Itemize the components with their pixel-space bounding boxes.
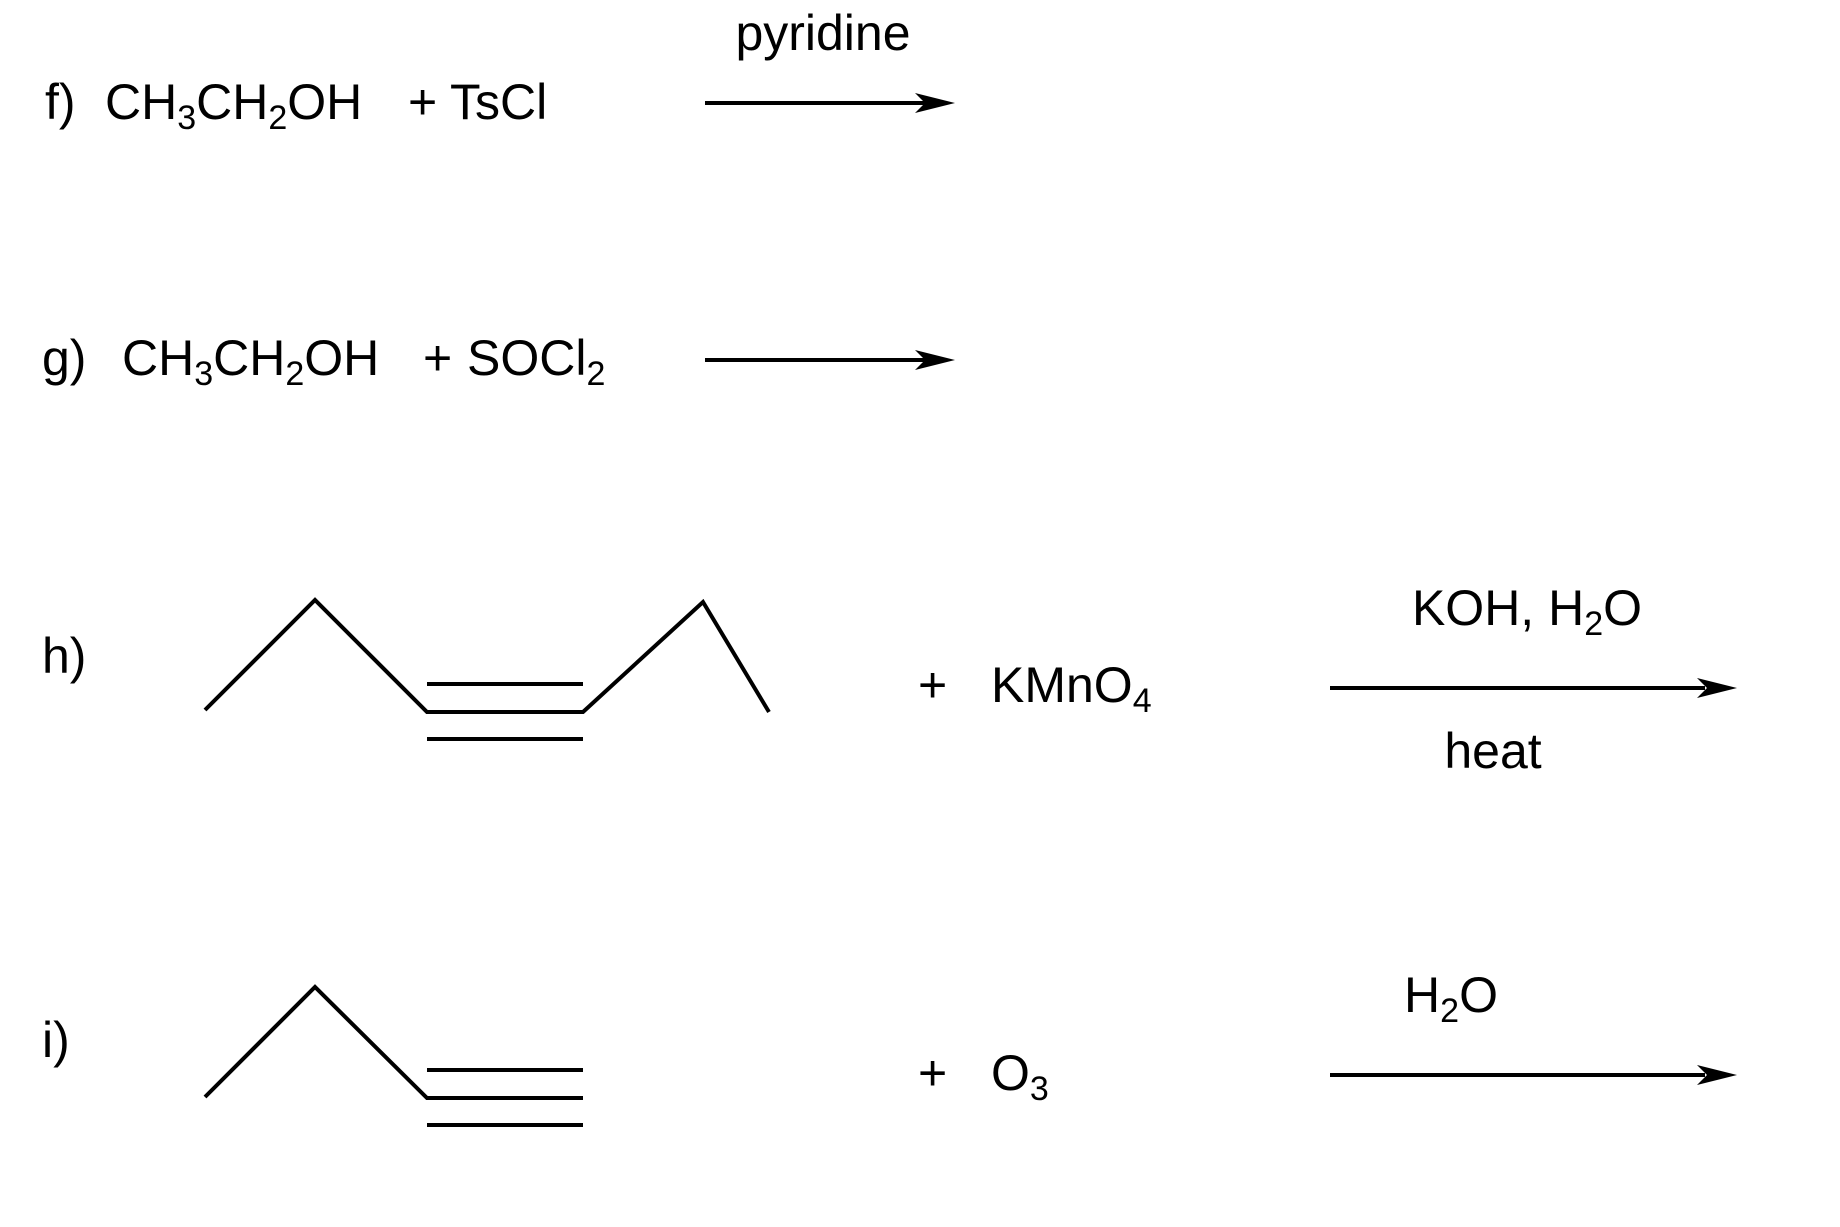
- reaction-arrow-f: [705, 93, 955, 113]
- condition-pyridine: pyridine: [735, 5, 910, 61]
- condition-koh-h2o: KOH, H2O: [1412, 580, 1642, 643]
- reaction-arrow-i: [1330, 1065, 1737, 1085]
- reaction-f: f) CH3CH2OH + TsCl pyridine: [45, 5, 955, 137]
- plus-sign-h: +: [918, 657, 947, 713]
- reaction-arrow-g: [705, 350, 955, 370]
- plus-sign-i: +: [918, 1045, 947, 1101]
- reaction-label-f: f): [45, 74, 76, 130]
- reaction-g: g) CH3CH2OH + SOCl2: [42, 330, 955, 393]
- condition-heat: heat: [1444, 723, 1541, 779]
- reaction-label-i: i): [42, 1012, 70, 1068]
- plus-sign-f: +: [408, 74, 437, 130]
- reaction-arrow-h: [1330, 678, 1737, 698]
- reactant-ethanol-g: CH3CH2OH: [122, 330, 379, 393]
- reagent-socl2: SOCl2: [467, 330, 605, 393]
- plus-sign-g: +: [423, 330, 452, 386]
- reaction-h: h) + KMnO4 KOH, H2O heat: [42, 580, 1737, 779]
- reaction-label-h: h): [42, 628, 86, 684]
- hex-3-yne-structure: [203, 597, 771, 741]
- reagent-o3: O3: [991, 1045, 1049, 1108]
- reaction-label-g: g): [42, 330, 86, 386]
- reagent-kmno4: KMnO4: [991, 657, 1152, 720]
- reaction-i: i) + O3 H2O: [42, 967, 1737, 1127]
- but-1-yne-structure: [203, 984, 583, 1127]
- reagent-tscl: TsCl: [450, 74, 547, 130]
- reactant-ethanol-f: CH3CH2OH: [105, 74, 362, 137]
- condition-h2o: H2O: [1404, 967, 1498, 1030]
